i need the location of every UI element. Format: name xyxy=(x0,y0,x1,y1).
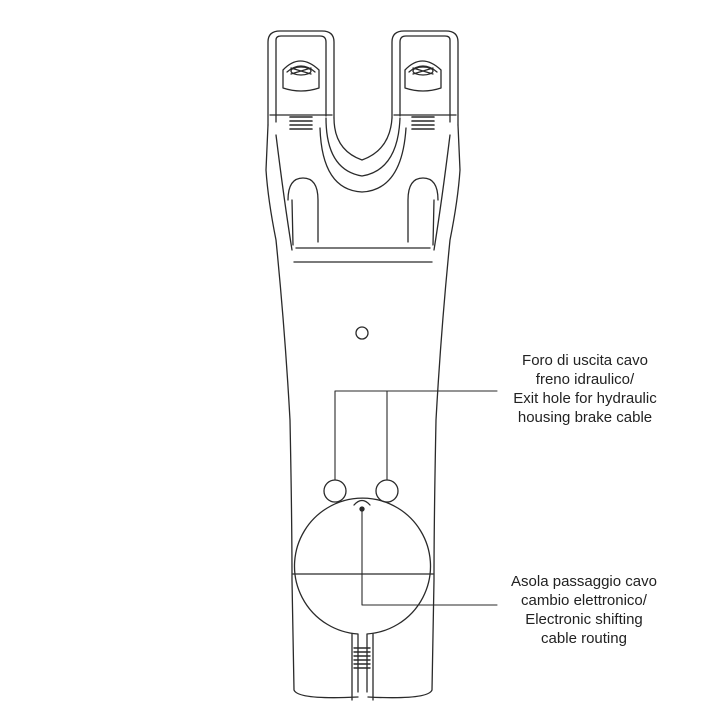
brake-exit-label-line: Foro di uscita cavo xyxy=(522,352,648,369)
brake-exit-label-line: Exit hole for hydraulic xyxy=(513,390,657,407)
brake-exit-hole-left xyxy=(323,479,347,503)
shift-routing-label-line: cambio elettronico/ xyxy=(521,592,647,609)
stem-body xyxy=(265,124,461,699)
right-bolt-thread-icon xyxy=(411,116,435,130)
right-recess xyxy=(407,177,439,246)
right-clamp-lug xyxy=(391,30,459,126)
steerer-saddle xyxy=(319,117,407,193)
brake-exit-label-line: housing brake cable xyxy=(517,409,653,426)
right-bolt-head-icon xyxy=(404,60,442,92)
brake-exit-hole-right xyxy=(375,479,399,503)
left-recess xyxy=(287,177,319,246)
left-bolt-thread-icon xyxy=(289,116,313,130)
shift-routing-leader xyxy=(361,508,498,606)
left-bolt-head-icon xyxy=(282,60,320,92)
shift-routing-label-line: cable routing xyxy=(541,630,627,647)
brake-exit-leader xyxy=(334,390,498,481)
brake-exit-label-line: freno idraulico/ xyxy=(535,371,635,388)
shift-routing-label: Asola passaggio cavo cambio elettronico/… xyxy=(468,572,700,648)
shift-routing-slot xyxy=(353,499,371,506)
clamp-bolt-thread-icon xyxy=(353,647,371,669)
center-hole xyxy=(355,326,369,340)
left-clamp-lug xyxy=(267,30,335,126)
brake-exit-label: Foro di uscita cavo freno idraulico/ Exi… xyxy=(470,351,700,427)
shift-routing-label-line: Electronic shifting xyxy=(525,611,643,628)
shift-routing-label-line: Asola passaggio cavo xyxy=(511,573,657,590)
